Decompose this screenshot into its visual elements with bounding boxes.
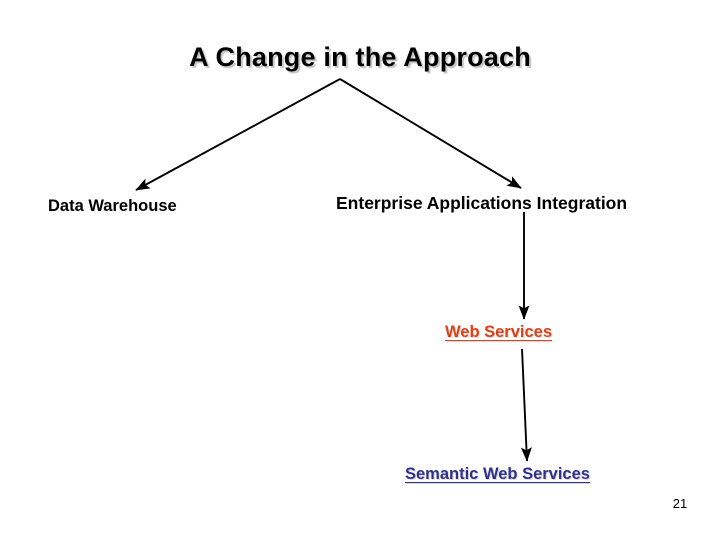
page-number: 21 — [672, 496, 688, 511]
node-label-data-warehouse: Data Warehouse — [48, 197, 177, 215]
connector-web-services-to-semantic-web-services — [520, 348, 532, 462]
page-title: A Change in the Approach — [189, 42, 531, 72]
node-label-semantic-web-services: Semantic Web Services — [405, 465, 590, 483]
connector-apex-to-data-warehouse — [135, 78, 341, 191]
node-label-enterprise-applications-integration: Enterprise Applications Integration — [336, 193, 628, 213]
connector-apex-to-eai — [339, 78, 522, 189]
node-label-web-services: Web Services — [445, 323, 553, 341]
